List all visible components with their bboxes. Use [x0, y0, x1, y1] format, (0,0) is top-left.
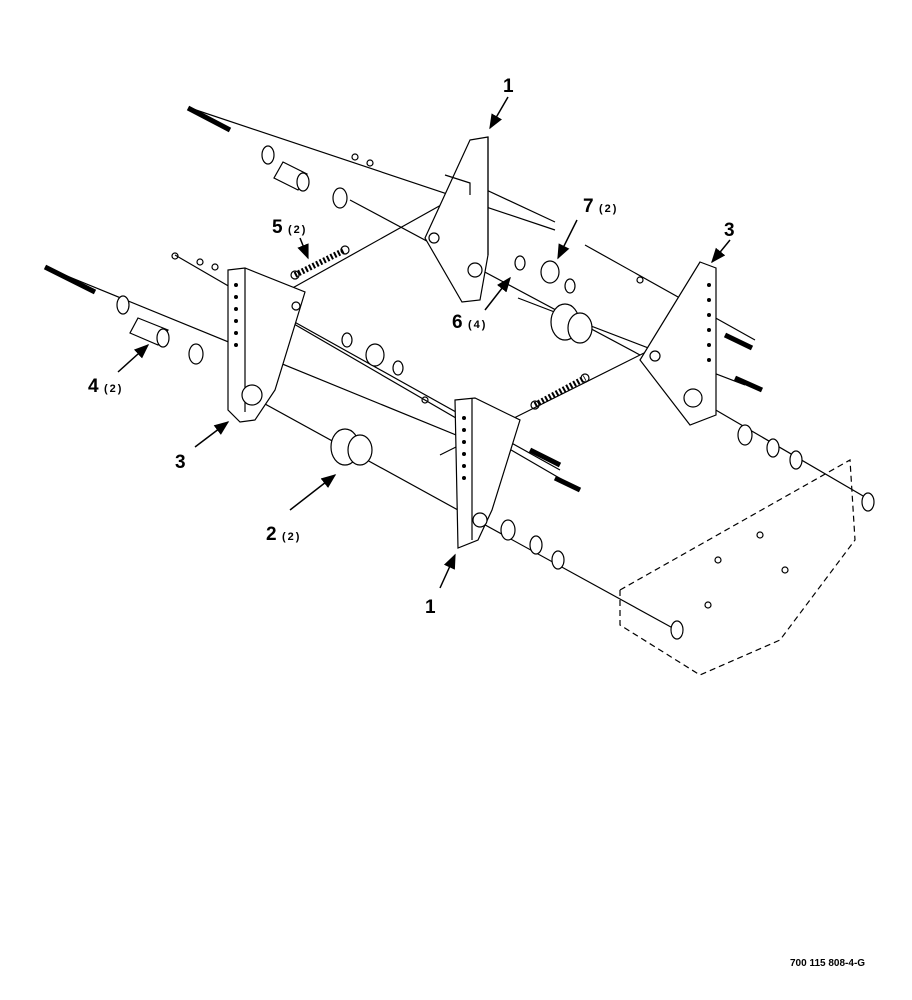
- svg-text:1: 1: [425, 597, 436, 618]
- spring-upper: [290, 245, 350, 280]
- svg-text:(2): (2): [282, 531, 301, 543]
- callout-roller: 2 (2): [266, 524, 301, 545]
- svg-text:6: 6: [452, 312, 463, 333]
- svg-text:(2): (2): [288, 224, 307, 236]
- callout-right-plate: 3: [724, 220, 735, 241]
- callout-left-plate: 3: [175, 452, 186, 473]
- svg-text:(2): (2): [599, 203, 618, 215]
- front-plate: [454, 397, 521, 549]
- spacer-upper: [273, 161, 310, 192]
- callout-spacer-small: 7 (2): [583, 196, 618, 217]
- svg-text:3: 3: [724, 220, 735, 241]
- svg-text:2: 2: [266, 524, 277, 545]
- callout-top-plate: 1: [503, 76, 514, 97]
- callout-front-plate: 1: [425, 597, 436, 618]
- callout-spacer: 4 (2): [88, 376, 123, 397]
- roller-rear: [550, 303, 593, 344]
- leader-arrows: [117, 96, 731, 589]
- callout-washer: 6 (4): [452, 312, 487, 333]
- bolts: [43, 105, 764, 493]
- small-spacer-rear: [540, 260, 560, 284]
- washers: [116, 145, 875, 640]
- svg-text:(2): (2): [104, 383, 123, 395]
- left-plate: [227, 267, 306, 423]
- svg-text:(4): (4): [468, 319, 487, 331]
- svg-text:7: 7: [583, 196, 594, 217]
- figure-id: 700 115 808-4-G: [790, 958, 866, 969]
- right-plate: [639, 261, 717, 426]
- svg-text:5: 5: [272, 217, 283, 238]
- roller-front: [330, 428, 373, 466]
- spacer-lower: [129, 317, 170, 348]
- mounting-panel: [619, 459, 856, 676]
- top-plate: [424, 136, 489, 303]
- callout-spring: 5 (2): [272, 217, 307, 238]
- svg-text:3: 3: [175, 452, 186, 473]
- svg-text:1: 1: [503, 76, 514, 97]
- svg-text:4: 4: [88, 376, 99, 397]
- small-spacer-front: [365, 343, 385, 367]
- spring-lower: [530, 373, 590, 410]
